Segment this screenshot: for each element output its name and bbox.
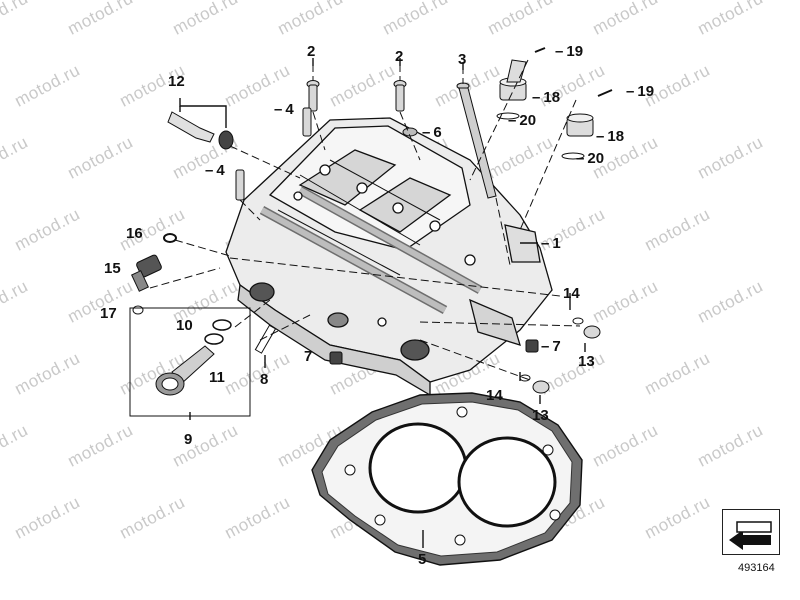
callout-13a: 13 xyxy=(578,353,595,370)
washer-17 xyxy=(132,305,144,315)
callout-20b: 20 xyxy=(576,151,604,166)
plug-13a xyxy=(572,317,601,339)
callout-11: 11 xyxy=(209,369,225,386)
plug-12 xyxy=(167,111,234,150)
pin-19a xyxy=(534,47,546,53)
callout-15: 15 xyxy=(104,260,121,277)
callout-20a: 20 xyxy=(508,113,536,128)
callout-9: 9 xyxy=(184,431,193,448)
head-gasket xyxy=(311,392,583,566)
callout-14b: 14 xyxy=(486,387,503,404)
sleeve-7a xyxy=(329,351,343,365)
callout-18a: 18 xyxy=(532,90,560,105)
bolt-4a xyxy=(302,107,312,137)
callout-16: 16 xyxy=(126,225,143,242)
fitting-9 xyxy=(129,307,251,417)
callout-12: 12 xyxy=(168,73,185,90)
callout-3: 3 xyxy=(458,51,467,68)
diagram-part-code: 493164 xyxy=(738,562,775,574)
cylinder-head xyxy=(225,117,553,397)
callout-19a: 19 xyxy=(555,44,583,59)
bolt-2a xyxy=(306,80,320,112)
callout-10: 10 xyxy=(176,317,193,334)
bolt-4b xyxy=(235,169,245,201)
callout-4a: 4 xyxy=(274,102,293,117)
callout-7b: 7 xyxy=(541,339,560,354)
callout-1: 1 xyxy=(541,236,560,251)
callout-13b: 13 xyxy=(532,407,549,424)
leader-lines xyxy=(149,59,581,381)
sleeve-18b xyxy=(566,113,594,137)
bolt-2b xyxy=(393,80,407,112)
navigation-box[interactable] xyxy=(722,509,780,555)
plug-13b xyxy=(519,374,550,394)
sensor-15 xyxy=(131,254,162,292)
sleeve-7b xyxy=(525,339,539,353)
callout-5: 5 xyxy=(418,551,427,568)
pin-19b xyxy=(597,89,613,97)
sleeve-18a xyxy=(499,59,527,101)
o-ring-16 xyxy=(163,233,177,243)
callout-7a: 7 xyxy=(304,348,313,365)
callout-6: 6 xyxy=(422,125,441,140)
arrow-down-left-icon xyxy=(729,521,772,550)
callout-8: 8 xyxy=(260,371,269,388)
callout-14a: 14 xyxy=(563,285,580,302)
callout-4b: 4 xyxy=(205,163,224,178)
callout-ticks xyxy=(179,58,586,548)
callout-2a: 2 xyxy=(307,43,316,60)
callout-17: 17 xyxy=(100,305,117,322)
callout-18b: 18 xyxy=(596,129,624,144)
callout-19b: 19 xyxy=(626,84,654,99)
dowel-8 xyxy=(254,324,277,354)
callout-2b: 2 xyxy=(395,48,404,65)
